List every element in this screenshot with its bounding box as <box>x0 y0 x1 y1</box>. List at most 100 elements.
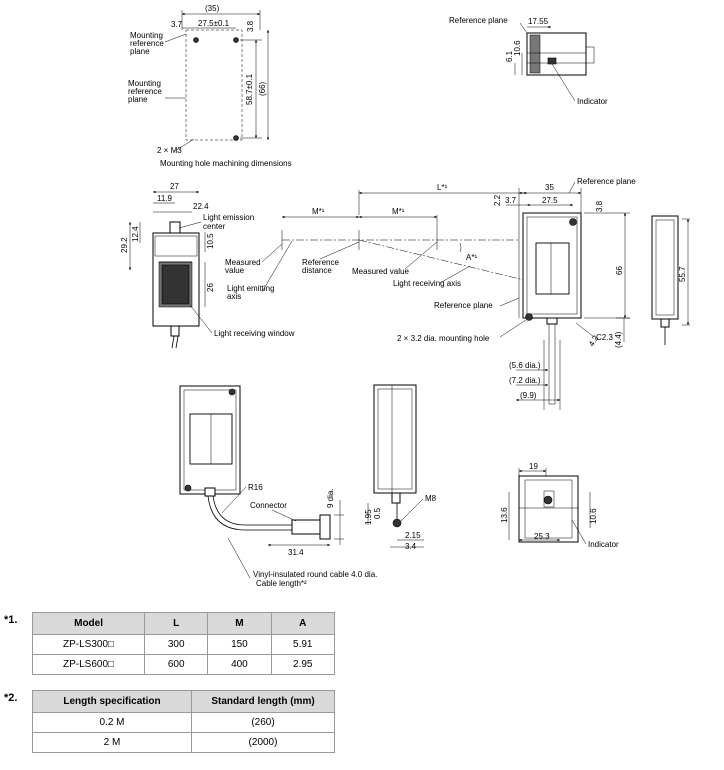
svg-text:Light emitting: Light emitting <box>227 284 275 293</box>
dim-9-9: (9.9) <box>520 391 537 400</box>
model-table: Model L M A ZP-LS300□ 300 150 5.91 ZP-LS… <box>31 612 336 675</box>
cable-view: R16 Connector 9 dia. 31.4 Vinyl-insulate… <box>179 385 377 588</box>
dim-7-2: (7.2 dia.) <box>509 376 541 385</box>
dim-5-6: (5.6 dia.) <box>509 361 541 370</box>
hole-marker <box>193 37 199 43</box>
m3-label: 2 × M3 <box>157 146 182 155</box>
cell-a: 2.95 <box>270 654 336 675</box>
dim-17-55: 17.55 <box>528 17 549 26</box>
svg-text:plane: plane <box>128 95 148 104</box>
mounting-reference-label: Mounting reference plane <box>128 79 162 104</box>
dim-3-4: 3.4 <box>405 542 417 551</box>
dim-35: (35) <box>205 4 220 13</box>
col-model: Model <box>31 612 146 635</box>
dim-1-95: 1.95 <box>364 509 373 525</box>
dim-19: 19 <box>529 462 538 471</box>
table-header-row: Length specification Standard length (mm… <box>32 690 335 713</box>
side-view: 35 Reference plane 2.2 3.7 27.5 3.8 66 R… <box>397 177 636 410</box>
table-row: ZP-LS600□ 600 400 2.95 <box>31 654 336 675</box>
dim-3-7: 3.7 <box>505 196 517 205</box>
col-a: A <box>270 612 336 635</box>
cell-length-spec: 0.2 M <box>32 712 192 733</box>
measured-value-label-2: Measured value <box>352 267 409 276</box>
svg-text:Light emission: Light emission <box>203 213 254 222</box>
bottom-view: 19 13.6 10.6 25.3 Indicator <box>500 462 619 549</box>
svg-text:center: center <box>203 222 226 231</box>
table2-note: *2. <box>4 692 18 704</box>
cell-length-spec: 2 M <box>32 732 192 753</box>
cable-length-label: Cable length*² <box>256 579 307 588</box>
dim-27-5: 27.5 <box>542 196 558 205</box>
cell-m: 400 <box>207 654 272 675</box>
dim-9-dia: 9 dia. <box>326 488 335 508</box>
table-row: 2 M (2000) <box>32 732 335 753</box>
dim-58-7: 58.7±0.1 <box>245 73 254 105</box>
cell-m: 150 <box>207 634 272 655</box>
dim-10-6: 10.6 <box>513 40 522 56</box>
m8-label: M8 <box>425 494 437 503</box>
dim-25-3: 25.3 <box>534 532 550 541</box>
dim-2-2: 2.2 <box>493 194 502 206</box>
cell-standard-length: (260) <box>191 712 335 733</box>
cable-label: Vinyl-insulated round cable 4.0 dia. <box>253 570 377 579</box>
indicator-label-bottom: Indicator <box>588 540 619 549</box>
dim-55-7: 55.7 <box>678 266 687 282</box>
svg-text:reference: reference <box>128 87 162 96</box>
dimension-drawing: (35) 3.7 27.5±0.1 3.8 58.7±0.1 (66) Moun… <box>120 4 690 588</box>
cell-model: ZP-LS600□ <box>31 654 146 675</box>
light-receiving-window-label: Light receiving window <box>214 329 295 338</box>
hole-caption: Mounting hole machining dimensions <box>160 159 292 168</box>
top-right-view: Reference plane 17.55 6.1 10.6 Indicator <box>449 16 608 106</box>
cell-standard-length: (2000) <box>191 732 335 753</box>
hole-marker <box>233 37 239 43</box>
dim-0-5: 0.5 <box>373 507 382 519</box>
dim-3-7: 3.7 <box>171 20 183 29</box>
dim-m1: M*¹ <box>312 207 325 216</box>
svg-text:Mounting: Mounting <box>130 31 163 40</box>
svg-text:axis: axis <box>227 292 241 301</box>
dim-29-2: 29.2 <box>120 237 129 253</box>
r16-label: R16 <box>248 483 263 492</box>
m8-side-view: M8 1.95 0.5 2.15 3.4 <box>364 384 437 551</box>
dim-2-15: 2.15 <box>405 531 421 540</box>
dim-c2-3: C2.3 <box>596 333 613 342</box>
dim-m2: M*¹ <box>392 207 405 216</box>
end-view-right: 55.7 <box>651 215 690 345</box>
dim-6-1: 6.1 <box>505 50 514 62</box>
dim-27: 27 <box>170 182 179 191</box>
svg-text:distance: distance <box>302 266 332 275</box>
dim-31-4: 31.4 <box>288 548 304 557</box>
col-length-spec: Length specification <box>32 690 192 713</box>
dim-l: L*¹ <box>437 183 448 192</box>
table-row: 0.2 M (260) <box>32 712 335 733</box>
svg-text:plane: plane <box>130 47 150 56</box>
light-receiving-axis-label: Light receiving axis <box>393 279 461 288</box>
dim-10-5: 10.5 <box>206 233 215 249</box>
ref-plane-top-label: Reference plane <box>577 177 636 186</box>
ref-plane-label: Reference plane <box>449 16 508 25</box>
svg-text:Reference: Reference <box>302 258 339 267</box>
dim-4-4: (4.4) <box>614 331 623 348</box>
length-table: Length specification Standard length (mm… <box>32 690 335 753</box>
beam-diagram: M*¹ M*¹ L*¹ A*¹ Measured value Reference… <box>225 183 527 301</box>
svg-text:Measured: Measured <box>225 258 261 267</box>
dim-66: 66 <box>615 266 624 275</box>
table-row: ZP-LS300□ 300 150 5.91 <box>31 634 336 655</box>
cell-a: 5.91 <box>270 634 336 655</box>
dim-a: A*¹ <box>466 253 477 262</box>
reference-distance-label: Reference distance <box>302 258 339 275</box>
dim-22-4: 22.4 <box>193 202 209 211</box>
col-m: M <box>207 612 272 635</box>
ref-plane-bottom-label: Reference plane <box>434 301 493 310</box>
dim-26: 26 <box>206 283 215 292</box>
table-header-row: Model L M A <box>31 612 336 635</box>
cell-l: 600 <box>144 654 209 675</box>
measured-value-label: Measured value <box>225 258 261 275</box>
col-l: L <box>144 612 209 635</box>
col-standard-length: Standard length (mm) <box>191 690 335 713</box>
dim-13-6: 13.6 <box>500 507 509 523</box>
svg-text:Mounting: Mounting <box>128 79 161 88</box>
dim-3-8: 3.8 <box>246 20 255 32</box>
light-emission-label: Light emission center <box>203 213 254 231</box>
svg-text:reference: reference <box>130 39 164 48</box>
